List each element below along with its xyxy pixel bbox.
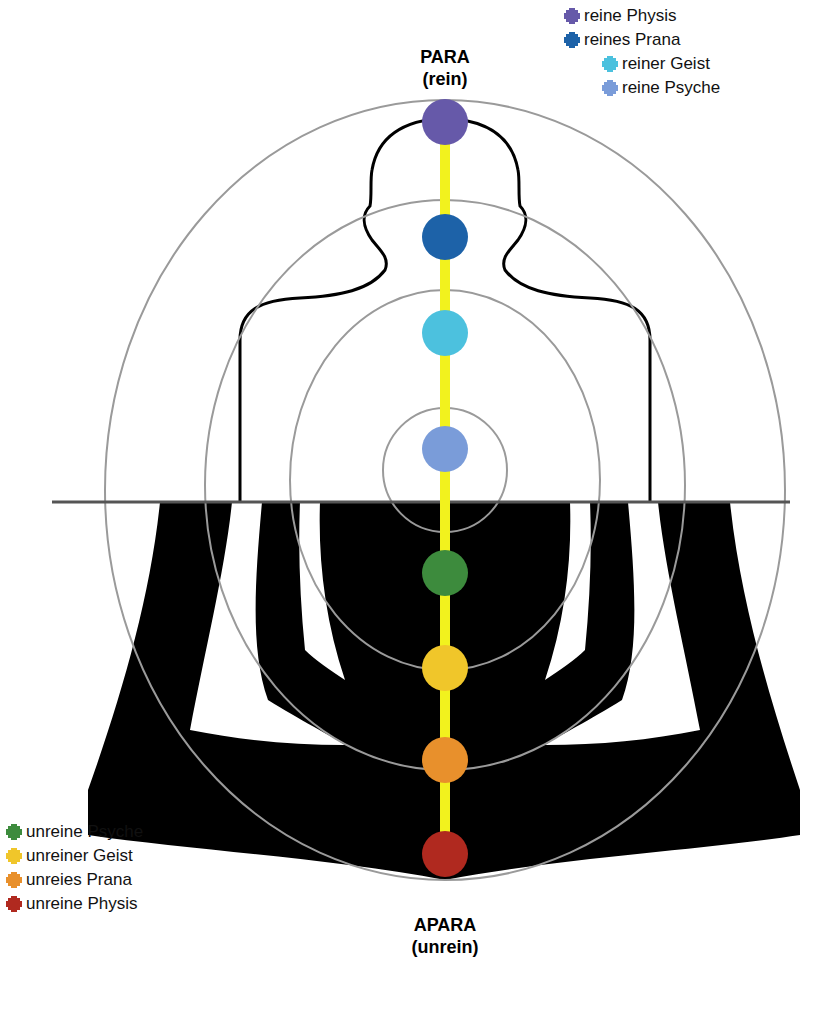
legend-text: reine Physis — [584, 6, 677, 26]
inner-left-gap — [299, 502, 345, 680]
chakra-dot — [422, 99, 468, 145]
legend-row: unreine Physis — [8, 892, 143, 916]
legend-text: reiner Geist — [622, 54, 710, 74]
legend-swatch — [604, 58, 616, 70]
legend-text: unreiner Geist — [26, 846, 133, 866]
legend-row: unreies Prana — [8, 868, 143, 892]
legend-swatch — [8, 850, 20, 862]
chakra-dot — [422, 214, 468, 260]
legend-row: reine Physis — [566, 4, 720, 28]
legend-text: unreine Psyche — [26, 822, 143, 842]
legend-row: reiner Geist — [604, 52, 720, 76]
legend-swatch — [8, 898, 20, 910]
legend-swatch — [8, 874, 20, 886]
chakra-dot — [422, 645, 468, 691]
legend-text: reines Prana — [584, 30, 680, 50]
legend-text: reine Psyche — [622, 78, 720, 98]
legend-row: unreine Psyche — [8, 820, 143, 844]
chakra-dot — [422, 426, 468, 472]
legend-swatch — [566, 10, 578, 22]
left-arm-gap — [190, 502, 345, 745]
pole-label: PARA (rein) — [400, 46, 490, 90]
legend: reine Physis reines Prana reiner Geist rein… — [566, 4, 720, 100]
legend-swatch — [604, 82, 616, 94]
legend-row: reines Prana — [566, 28, 720, 52]
concentric-rings — [105, 100, 785, 880]
right-arm-gap — [545, 502, 700, 745]
divider-line — [52, 501, 790, 504]
ring — [105, 100, 785, 880]
legend: unreine Psyche unreiner Geist unreies Pran… — [8, 820, 143, 916]
chakra-dot — [422, 737, 468, 783]
legend-row: reine Psyche — [604, 76, 720, 100]
legend-text: unreies Prana — [26, 870, 132, 890]
chakra-dot — [422, 310, 468, 356]
chakra-dot — [422, 831, 468, 877]
legend-row: unreiner Geist — [8, 844, 143, 868]
chakra-dot — [422, 550, 468, 596]
inner-right-gap — [545, 502, 591, 680]
legend-swatch — [566, 34, 578, 46]
pole-label: APARA (unrein) — [400, 914, 490, 958]
legend-text: unreine Physis — [26, 894, 138, 914]
legend-swatch — [8, 826, 20, 838]
chakra-dots — [422, 99, 468, 877]
